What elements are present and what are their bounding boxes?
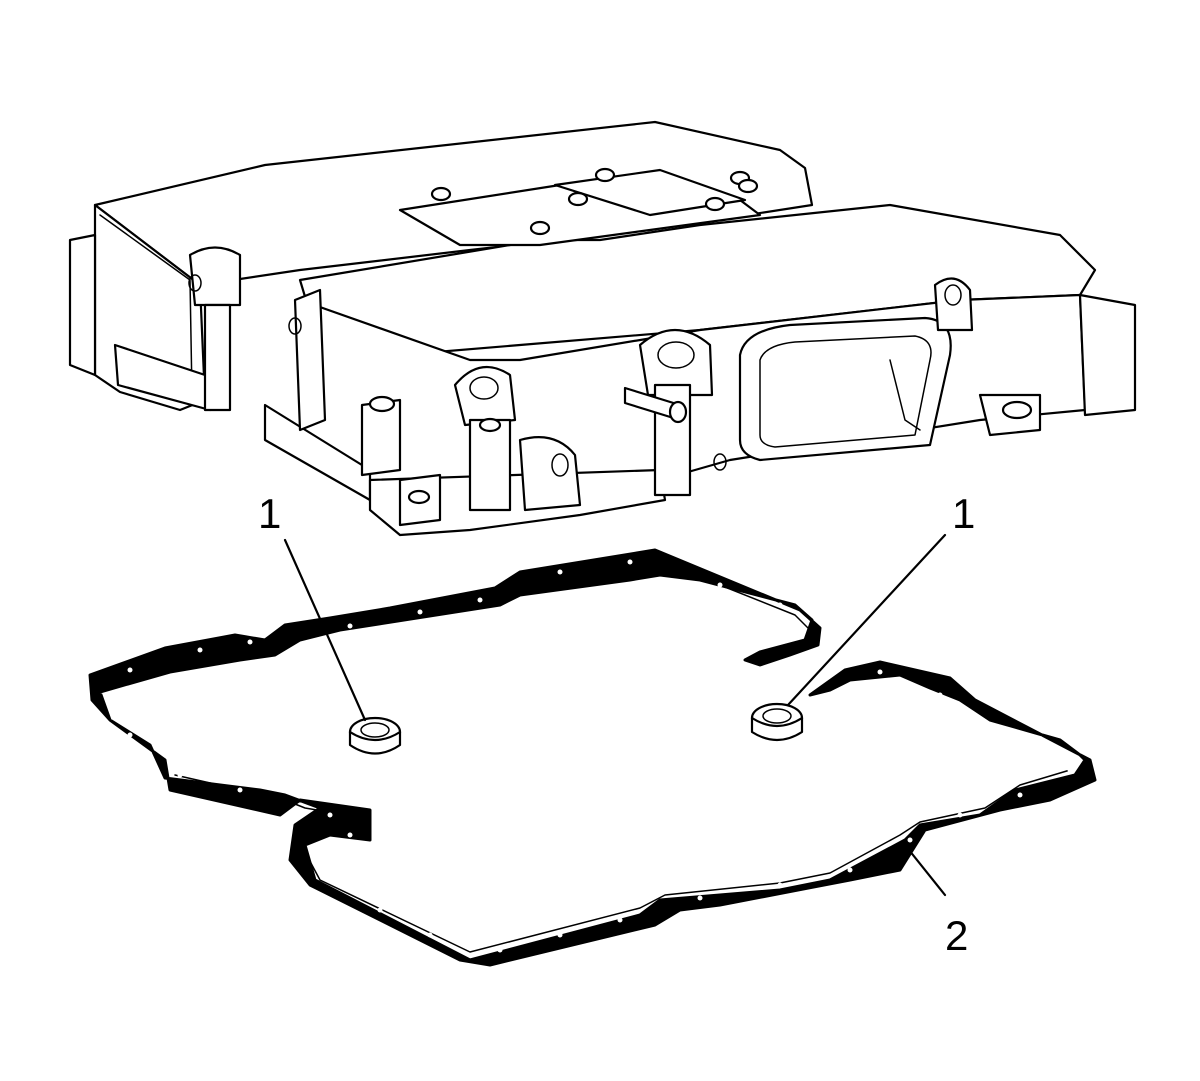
leader-seal-right	[786, 533, 947, 707]
leader-seal-left	[283, 538, 367, 722]
seal-left	[348, 716, 402, 755]
seal-right	[750, 702, 804, 742]
callout-label-seal-right: 1	[952, 490, 975, 537]
callout-label-gasket: 2	[945, 912, 968, 959]
housing-cover-assembly	[68, 120, 1137, 537]
oil-pan-gasket	[88, 548, 1097, 967]
callout-label-seal-left: 1	[258, 490, 281, 537]
cover-bolts	[430, 167, 759, 236]
callout-leaders	[283, 533, 947, 897]
leader-gasket	[903, 843, 947, 897]
